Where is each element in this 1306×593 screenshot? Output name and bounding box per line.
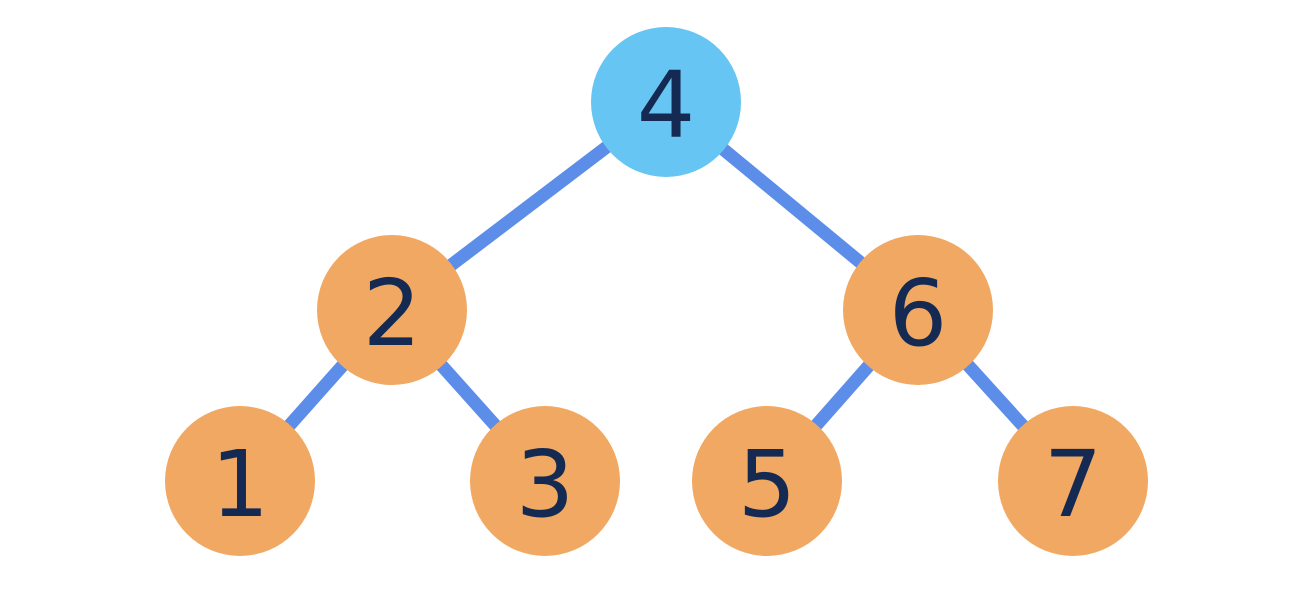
tree-nodes-layer: 4 2 6 1 3 5 7 (165, 27, 1148, 556)
node-circle (843, 235, 993, 385)
node-circle (470, 406, 620, 556)
tree-node-3: 3 (470, 406, 620, 556)
node-label: 6 (889, 260, 948, 367)
tree-node-2: 2 (317, 235, 467, 385)
node-circle (692, 406, 842, 556)
node-circle (591, 27, 741, 177)
tree-node-4: 4 (591, 27, 741, 177)
node-circle (998, 406, 1148, 556)
node-circle (317, 235, 467, 385)
node-label: 3 (516, 431, 575, 538)
node-label: 5 (738, 431, 797, 538)
node-label: 2 (363, 260, 422, 367)
node-label: 7 (1044, 431, 1103, 538)
tree-node-6: 6 (843, 235, 993, 385)
node-circle (165, 406, 315, 556)
node-label: 4 (637, 52, 696, 159)
node-label: 1 (211, 431, 270, 538)
tree-node-5: 5 (692, 406, 842, 556)
tree-node-7: 7 (998, 406, 1148, 556)
tree-node-1: 1 (165, 406, 315, 556)
